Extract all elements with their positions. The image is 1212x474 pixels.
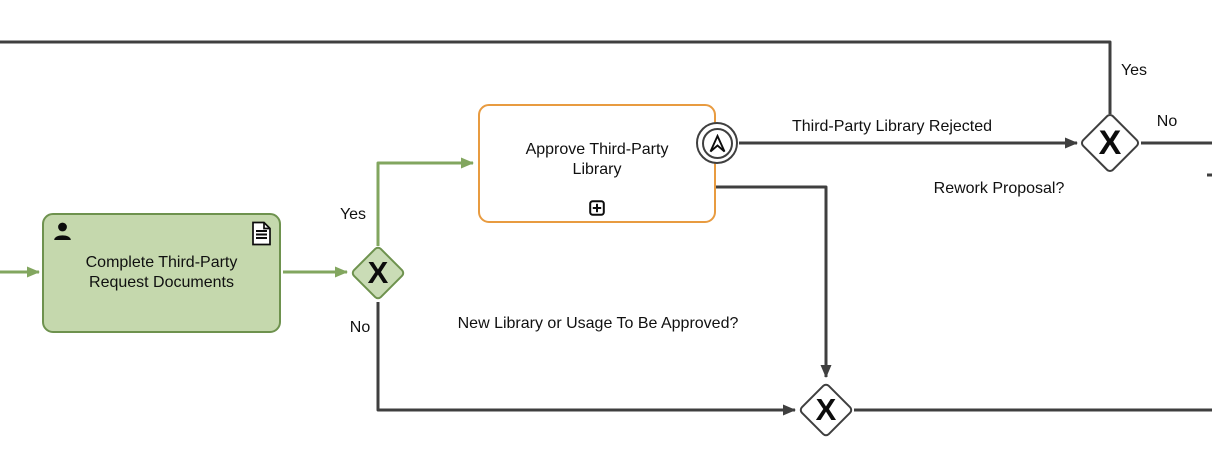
edge-gateway-no-to-merge-gateway[interactable] (376, 302, 796, 416)
label-no-rework[interactable]: No (1156, 113, 1178, 130)
task-label: Complete Third-Party Request Documents (85, 254, 238, 291)
exclusive-gateway-x-marker: X (1098, 123, 1122, 162)
document-icon (251, 221, 272, 252)
label-third-party-library-rejected[interactable]: Third-Party Library Rejected (791, 118, 993, 135)
gateway-rework-proposal[interactable]: X (1078, 111, 1142, 175)
subprocess-plus-icon (589, 200, 605, 216)
event-inner-circle (701, 127, 733, 159)
exclusive-gateway-x-marker: X (367, 255, 389, 290)
exclusive-gateway-x-marker: X (815, 392, 837, 427)
gateway-merge[interactable]: X (797, 381, 855, 439)
task-complete-third-party-request-documents[interactable]: Complete Third-Party Request Documents (42, 213, 281, 333)
label-yes-rework[interactable]: Yes (1120, 62, 1148, 79)
gateway-new-library-or-usage[interactable]: X (349, 244, 407, 302)
task-approve-third-party-library[interactable]: Approve Third-Party Library (478, 104, 716, 223)
edge-rework-yes-loop[interactable] (0, 40, 1112, 114)
edge-approve-task-to-merge-gateway[interactable] (716, 185, 832, 378)
escalation-icon (709, 133, 725, 152)
edge-gateway-yes-to-approve-task[interactable] (376, 157, 474, 246)
label-question-rework-proposal[interactable]: Rework Proposal? (933, 180, 1065, 197)
label-yes-new-library[interactable]: Yes (339, 206, 367, 223)
label-question-new-library[interactable]: New Library or Usage To Be Approved? (457, 315, 739, 332)
user-icon (52, 221, 73, 247)
task-label: Approve Third-Party Library (525, 140, 669, 178)
label-no-new-library[interactable]: No (349, 319, 371, 336)
escalation-boundary-event[interactable] (696, 122, 738, 164)
